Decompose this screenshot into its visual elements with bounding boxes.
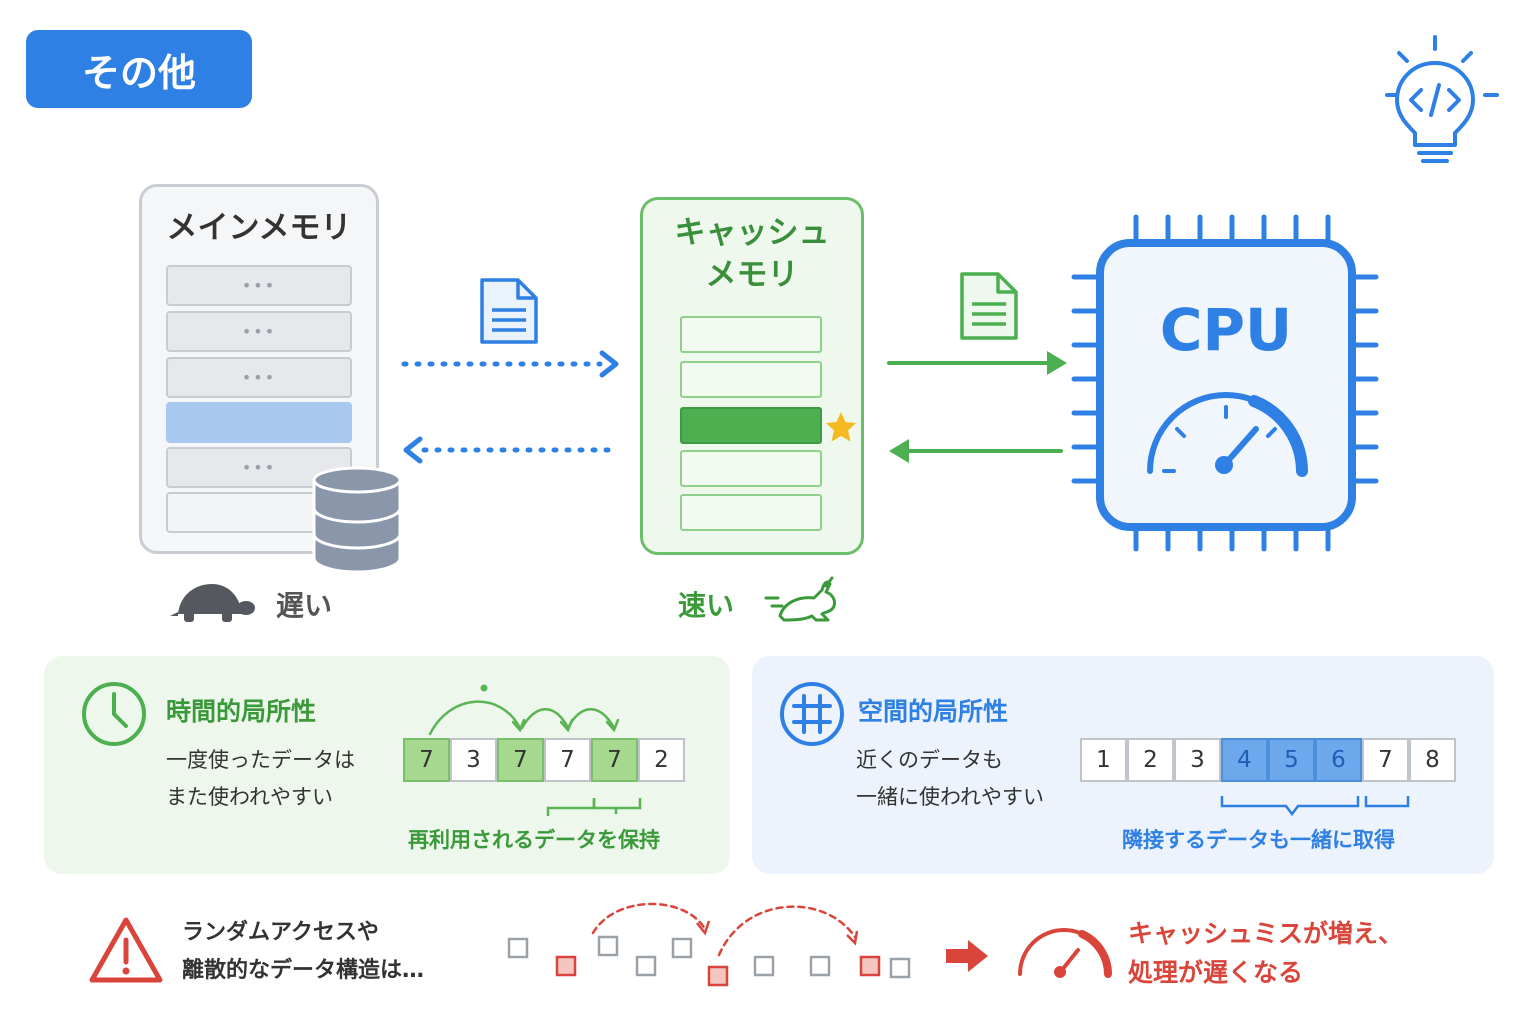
fast-label: 速い (678, 589, 735, 622)
warning-line1: ランダムアクセスや (182, 920, 379, 945)
warning-line2: 離散的なデータ構造は… (182, 958, 425, 983)
speedometer-icon (1147, 392, 1308, 477)
temporal-desc-line1: 一度使ったデータは (166, 748, 355, 772)
temporal-caption: 再利用されるデータを保持 (408, 828, 660, 852)
temporal-bracket (546, 798, 642, 816)
array-cell: 7 (497, 738, 544, 782)
cache-slot (680, 450, 822, 487)
array-cell: 7 (591, 738, 638, 782)
database-icon (312, 466, 402, 574)
arrow-to-cache-from-cpu (889, 439, 1063, 463)
array-cell: 7 (544, 738, 591, 782)
speedometer-icon (1018, 928, 1112, 978)
array-cell: 7 (403, 738, 450, 782)
cache-slot (680, 494, 822, 531)
spatial-bracket (1220, 796, 1410, 817)
temporal-desc: 一度使ったデータは また使われやすい (166, 742, 355, 816)
section-tag: その他 (26, 30, 252, 108)
memory-slot: ••• (166, 311, 352, 352)
document-icon (960, 272, 1018, 340)
array-cell: 8 (1409, 738, 1456, 782)
document-icon (480, 278, 538, 344)
array-cell: 5 (1268, 738, 1315, 782)
spatial-caption: 隣接するデータも一緒に取得 (1122, 828, 1395, 852)
memory-slot: ••• (166, 265, 352, 306)
cache-slot (680, 361, 822, 398)
temporal-desc-line2: また使われやすい (166, 785, 333, 809)
array-cell: 4 (1221, 738, 1268, 782)
spatial-desc: 近くのデータも 一緒に使われやすい (856, 742, 1044, 816)
memory-slot-highlighted (166, 402, 352, 443)
slow-label: 遅い (276, 589, 333, 622)
turtle-icon (170, 584, 255, 622)
array-cell: 3 (450, 738, 497, 782)
reuse-arrows (428, 684, 620, 736)
array-cell: 1 (1080, 738, 1127, 782)
spatial-desc-line2: 一緒に使われやすい (856, 785, 1044, 809)
clock-icon (82, 682, 146, 746)
array-cell: 2 (638, 738, 685, 782)
code-bulb-icon (1385, 35, 1499, 163)
cache-memory-title: キャッシュ メモリ (640, 212, 864, 296)
array-cell: 3 (1174, 738, 1221, 782)
grid-icon (780, 682, 844, 746)
random-access-diagram (507, 902, 911, 987)
arrow-right-icon (946, 940, 988, 972)
cache-slot (680, 316, 822, 353)
temporal-title: 時間的局所性 (166, 697, 317, 726)
arrow-to-cpu (887, 351, 1067, 375)
spatial-title: 空間的局所性 (858, 697, 1009, 726)
cache-slot-highlighted (680, 407, 822, 444)
cache-miss-line1: キャッシュミスが増え、 (1128, 919, 1404, 948)
rabbit-icon (764, 576, 836, 622)
array-cell: 6 (1315, 738, 1362, 782)
arrow-to-memory (403, 436, 621, 464)
warning-icon (89, 917, 163, 983)
cache-miss-line2: 処理が遅くなる (1128, 958, 1304, 987)
warning-text: ランダムアクセスや 離散的なデータ構造は… (182, 914, 424, 990)
star-icon (826, 412, 856, 442)
array-cell: 2 (1127, 738, 1174, 782)
spatial-desc-line1: 近くのデータも (856, 748, 1003, 772)
main-memory-title: メインメモリ (166, 210, 352, 246)
arrow-to-cache (401, 350, 619, 378)
cpu-chip (1071, 214, 1379, 552)
memory-slot: ••• (166, 357, 352, 398)
cpu-label: CPU (1159, 296, 1293, 364)
array-cell: 7 (1362, 738, 1409, 782)
cache-miss-text: キャッシュミスが増え、 処理が遅くなる (1128, 914, 1403, 992)
cache-title-line2: メモリ (705, 257, 799, 293)
cache-title-line1: キャッシュ (674, 215, 830, 251)
